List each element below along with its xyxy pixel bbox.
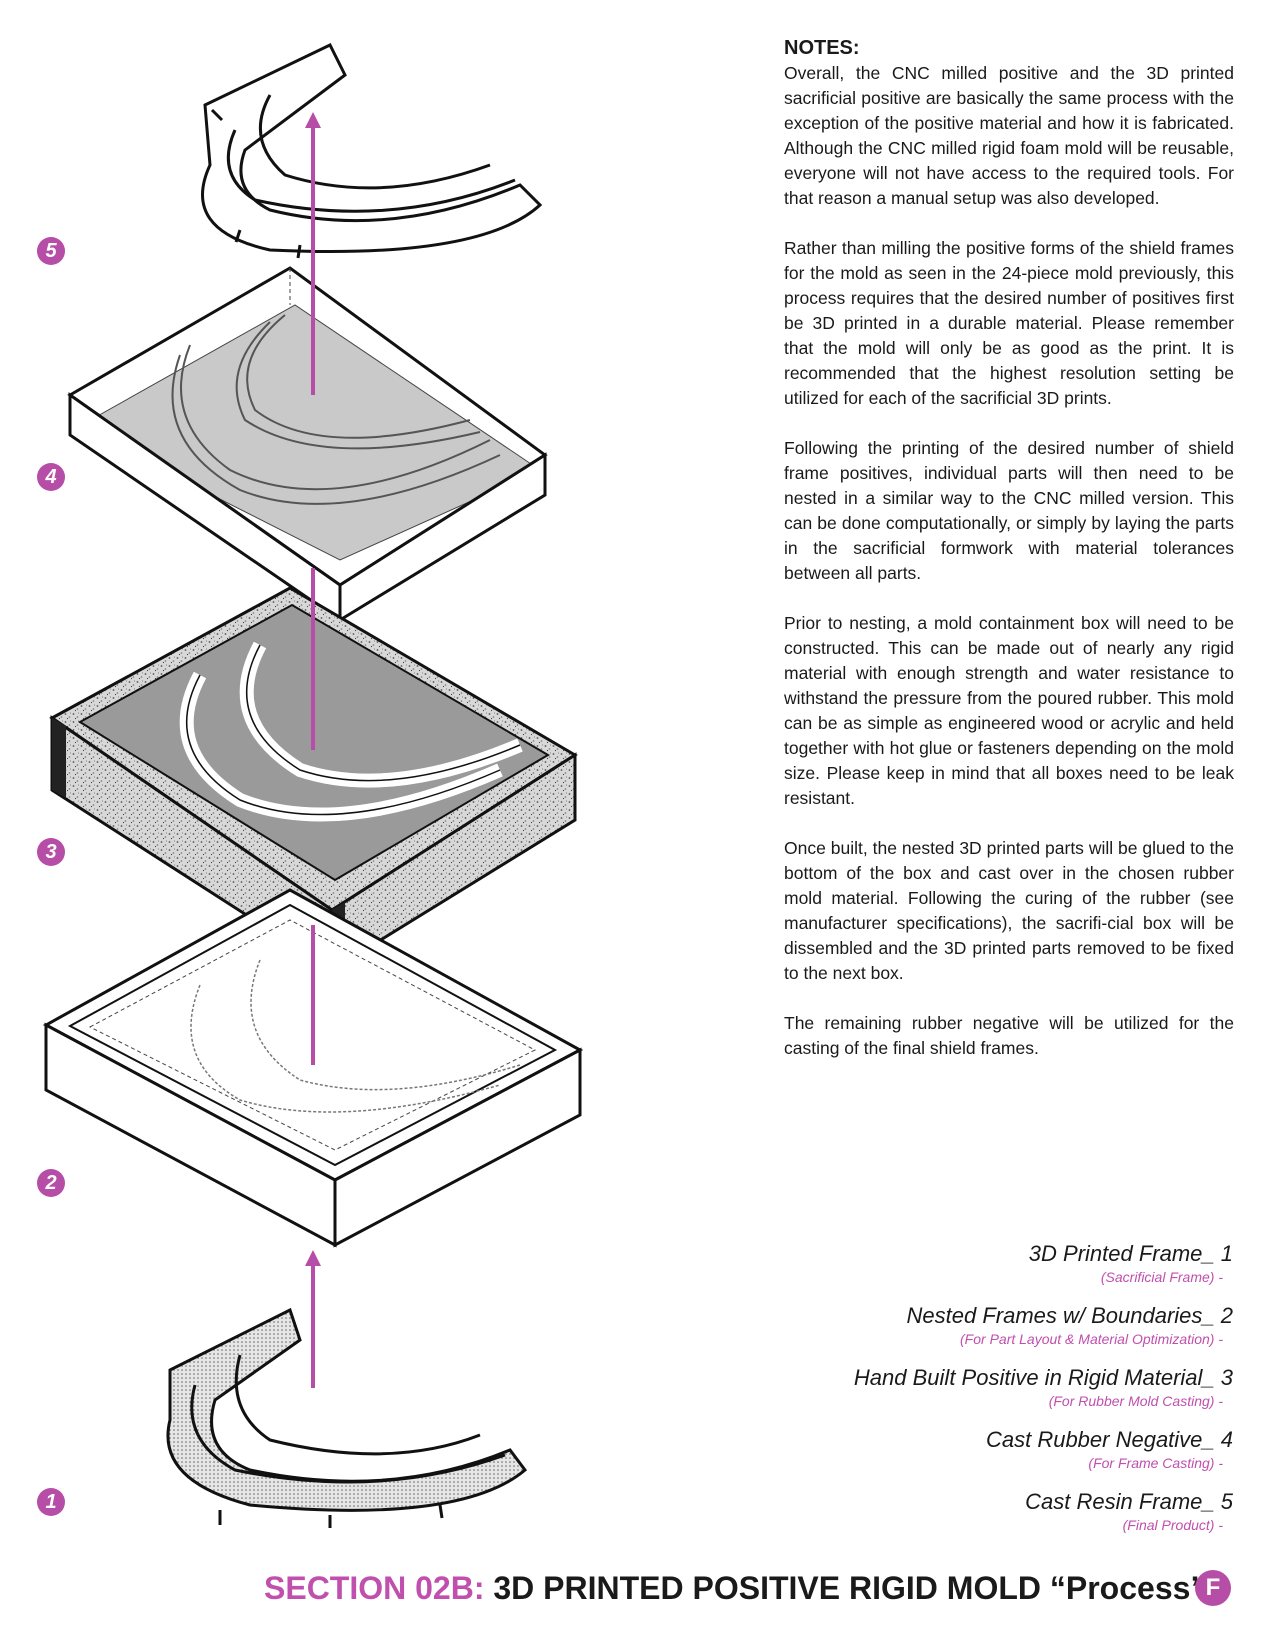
- section-label: SECTION 02B:: [264, 1570, 485, 1606]
- assembly-arrow: [305, 1250, 321, 1388]
- assembly-arrow: [305, 112, 321, 395]
- section-heading: 3D PRINTED POSITIVE RIGID MOLD “Process”: [493, 1570, 1207, 1606]
- legend-title: Hand Built Positive in Rigid Material_ 3: [853, 1365, 1233, 1390]
- notes-paragraph: Prior to nesting, a mold containment box…: [784, 613, 1234, 808]
- notes-paragraph: Following the printing of the desired nu…: [784, 438, 1234, 583]
- step-marker-2: 2: [37, 1169, 65, 1197]
- legend-item: 3D Printed Frame_ 1 (Sacrificial Frame) …: [633, 1240, 1233, 1302]
- notes-paragraph: Rather than milling the positive forms o…: [784, 238, 1234, 408]
- section-title: SECTION 02B: 3D PRINTED POSITIVE RIGID M…: [264, 1568, 1206, 1608]
- legend-title: Cast Resin Frame_ 5: [1025, 1489, 1233, 1514]
- legend-subtitle: (Sacrificial Frame) -: [1100, 1269, 1223, 1285]
- legend-subtitle: (For Part Layout & Material Optimization…: [960, 1331, 1223, 1347]
- legend: 3D Printed Frame_ 1 (Sacrificial Frame) …: [633, 1240, 1233, 1550]
- notes-paragraph: The remaining rubber negative will be ut…: [784, 1013, 1234, 1058]
- legend-subtitle: (For Frame Casting) -: [1088, 1455, 1223, 1471]
- legend-title: 3D Printed Frame_ 1: [1028, 1241, 1233, 1266]
- legend-subtitle: (Final Product) -: [1122, 1517, 1223, 1533]
- legend-item: Cast Rubber Negative_ 4 (For Frame Casti…: [633, 1426, 1233, 1488]
- legend-title: Cast Rubber Negative_ 4: [985, 1427, 1233, 1452]
- step-marker-5: 5: [37, 237, 65, 265]
- frame-top: [201, 43, 543, 259]
- sheet-badge: F: [1195, 1570, 1231, 1606]
- legend-item: Cast Resin Frame_ 5 (Final Product) -: [633, 1488, 1233, 1550]
- notes-paragraph: Overall, the CNC milled positive and the…: [784, 63, 1234, 208]
- legend-item: Hand Built Positive in Rigid Material_ 3…: [633, 1364, 1233, 1426]
- step-marker-4: 4: [37, 463, 65, 491]
- legend-item: Nested Frames w/ Boundaries_ 2 (For Part…: [633, 1302, 1234, 1364]
- notes-paragraph: Once built, the nested 3D printed parts …: [784, 838, 1234, 983]
- legend-subtitle: (For Rubber Mold Casting) -: [1048, 1393, 1223, 1409]
- frame-bottom: [166, 1307, 528, 1528]
- exploded-mold-diagram: [42, 43, 584, 1528]
- rubber-negative-box: [67, 266, 548, 623]
- step-marker-3: 3: [37, 838, 65, 866]
- notes-panel: NOTES: Overall, the CNC milled positive …: [784, 36, 1234, 1086]
- legend-title: Nested Frames w/ Boundaries_ 2: [906, 1303, 1234, 1328]
- step-marker-1: 1: [37, 1488, 65, 1516]
- notes-heading: NOTES:: [784, 37, 860, 59]
